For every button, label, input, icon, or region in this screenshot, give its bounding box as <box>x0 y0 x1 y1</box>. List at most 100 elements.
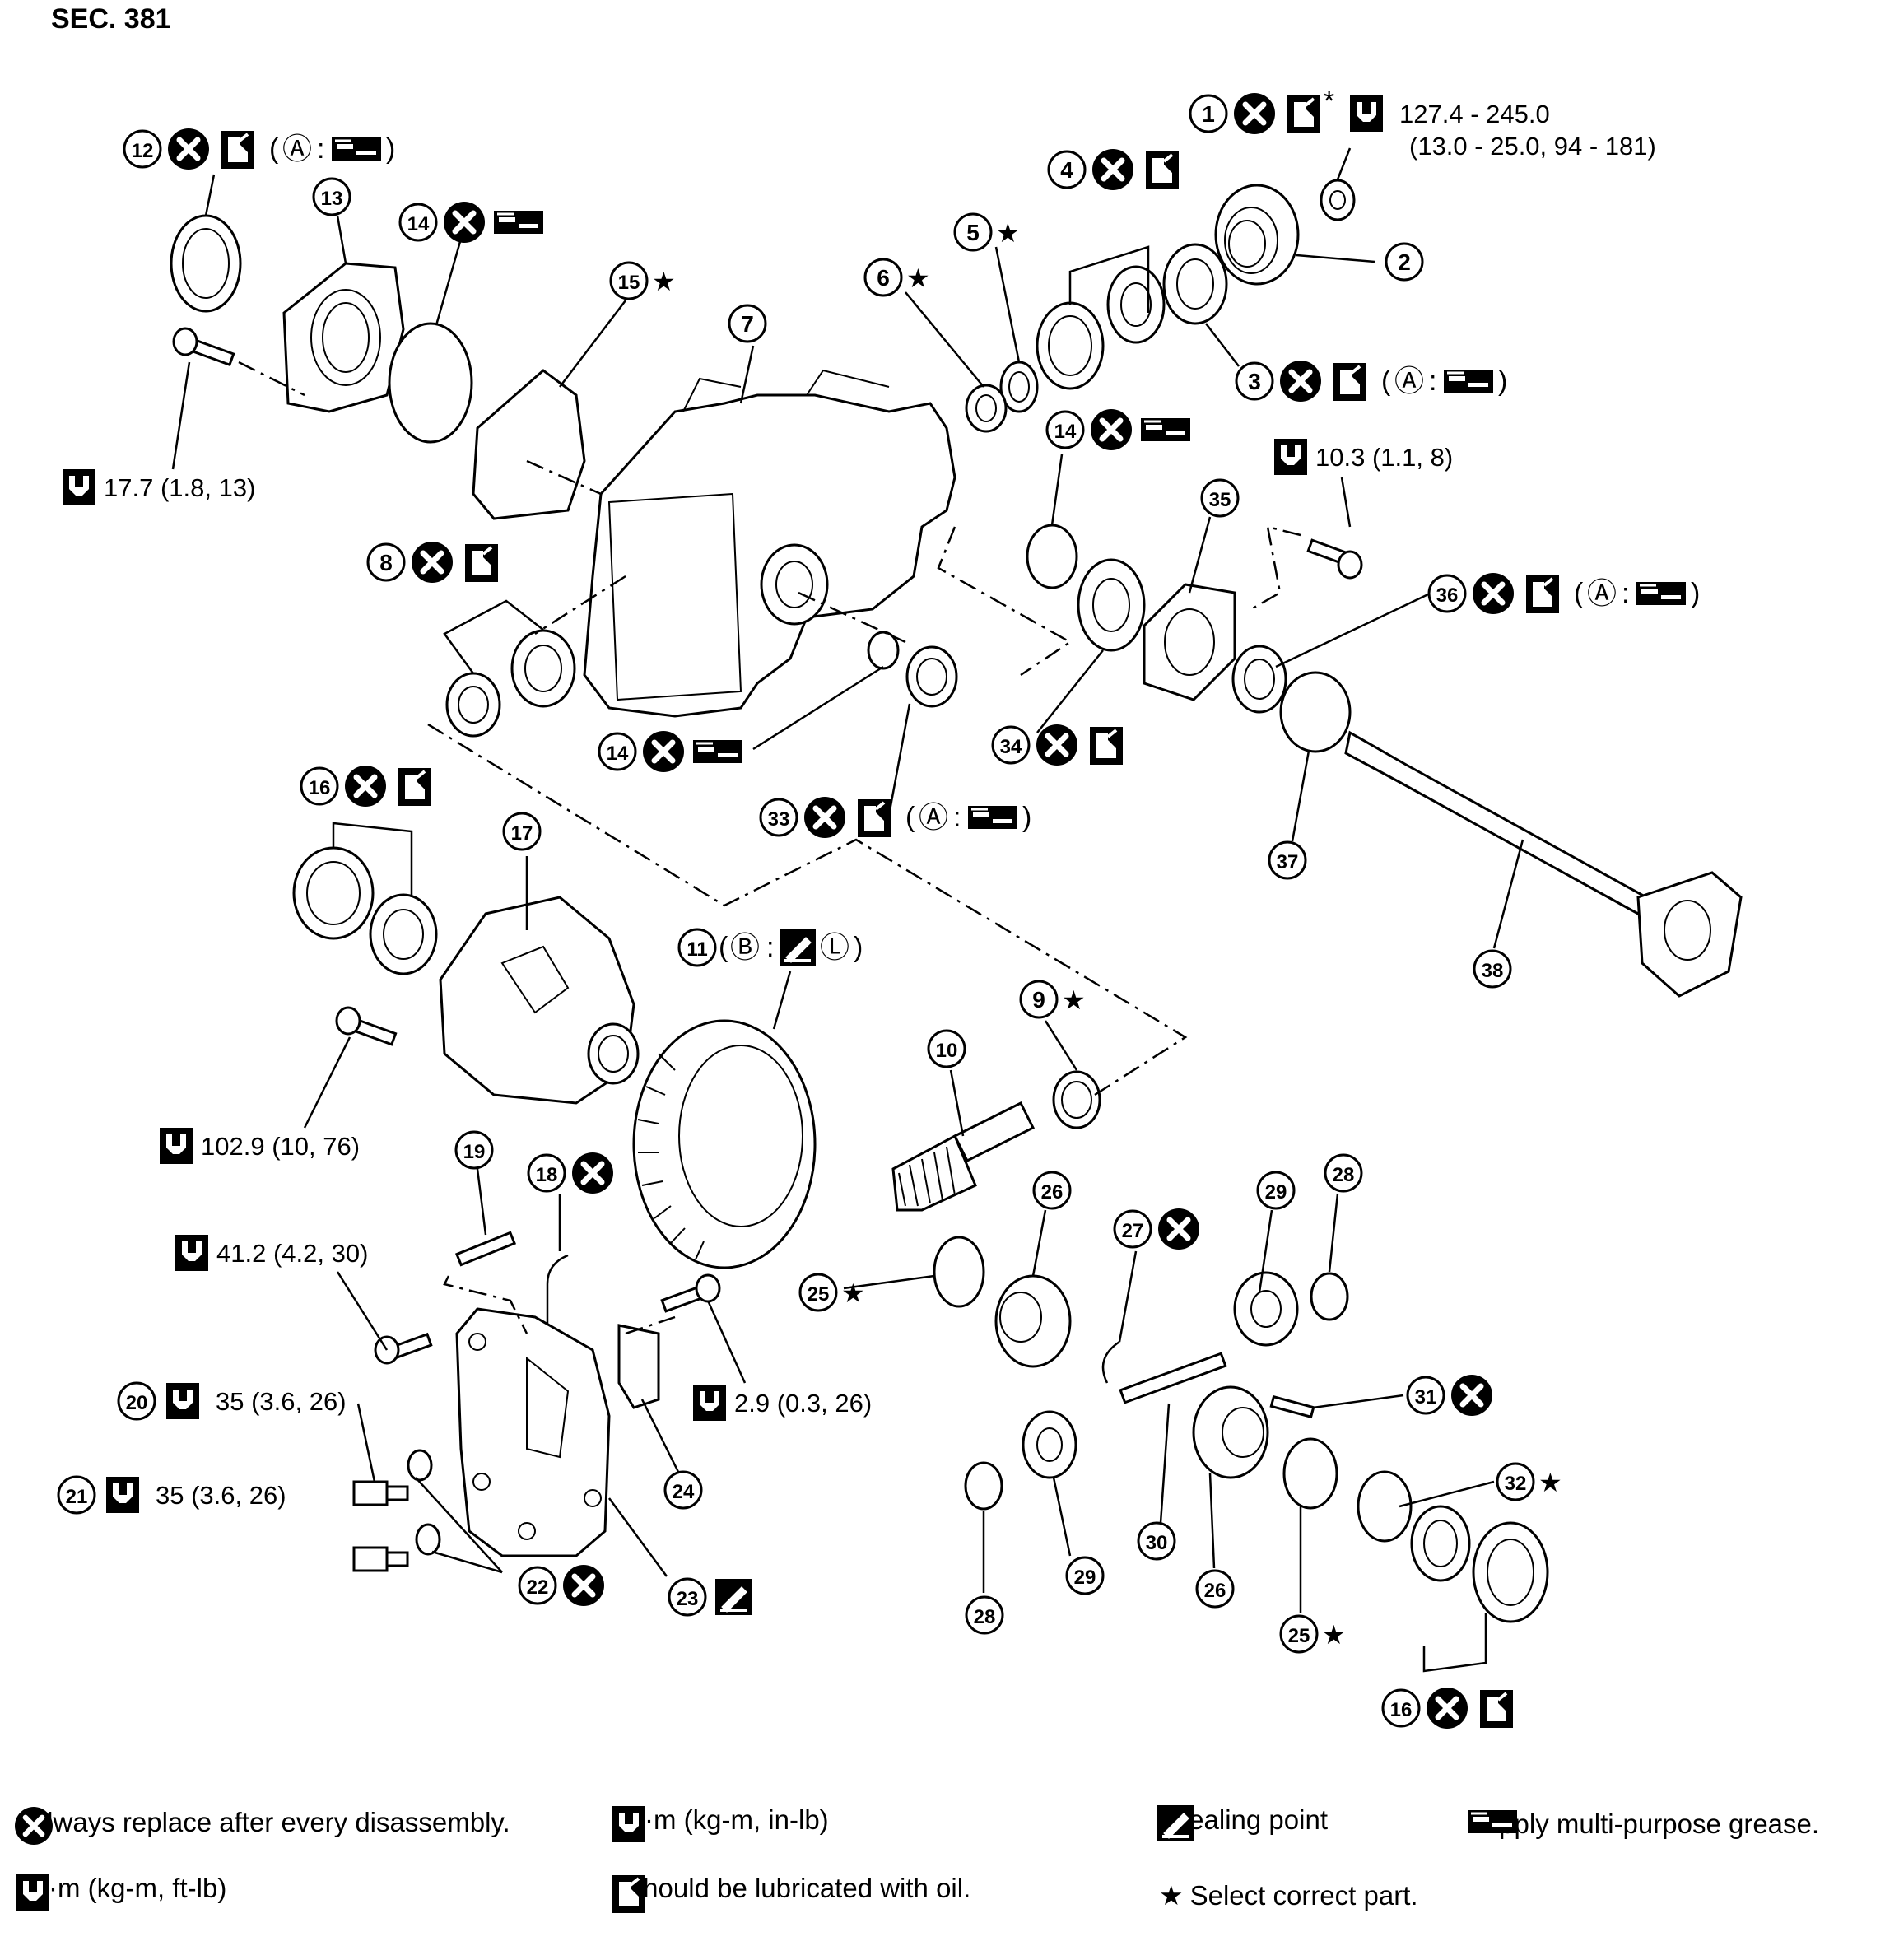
star-icon: ★ <box>1322 1620 1346 1650</box>
legend-grease-text: Apply multi-purpose grease. <box>1481 1809 1820 1839</box>
callout-number: 25 <box>808 1283 830 1306</box>
legend-oil: :Should be lubricated with oil. <box>611 1873 970 1914</box>
replace-icon <box>1091 409 1132 450</box>
svg-text:2.9 (0.3, 26): 2.9 (0.3, 26) <box>734 1389 872 1418</box>
svg-text:127.4 - 245.0: 127.4 - 245.0 <box>1399 100 1550 128</box>
part-18-breather <box>546 1254 569 1325</box>
svg-text:): ) <box>1691 578 1700 609</box>
part-14-o-ring-right <box>1026 524 1078 589</box>
replace-icon <box>1427 1688 1468 1729</box>
legend-replace: :Always replace after every disassembly. <box>15 1807 510 1838</box>
replace-icon <box>643 731 684 772</box>
oil-icon <box>1478 1688 1515 1730</box>
svg-text:10.3 (1.1, 8): 10.3 (1.1, 8) <box>1315 443 1453 472</box>
star-icon: ★ <box>906 263 930 293</box>
callout-number: 38 <box>1482 960 1504 982</box>
replace-icon <box>1092 149 1133 190</box>
callout-number: 16 <box>309 777 331 799</box>
part-19-stud <box>454 1231 517 1267</box>
part-1-nut <box>1320 179 1356 221</box>
replace-icon <box>412 542 453 583</box>
callout-number: 18 <box>536 1164 558 1186</box>
callout-14: 14 <box>398 202 545 243</box>
callout-27: 27 <box>1113 1208 1199 1250</box>
legend-seal: :Sealing point <box>1157 1804 1328 1842</box>
oil-icon <box>1332 361 1368 403</box>
oil-icon <box>397 766 433 808</box>
svg-text:(13.0 - 25.0, 94 - 181): (13.0 - 25.0, 94 - 181) <box>1409 132 1656 161</box>
callout-number: 3 <box>1248 369 1261 394</box>
replace-icon <box>1451 1375 1492 1416</box>
callout-34: 34 <box>991 724 1124 766</box>
part-28-thrust-washer <box>1310 1272 1349 1321</box>
part-11-drive-gear <box>632 1019 817 1269</box>
replace-icon <box>572 1152 613 1194</box>
part-9-adjusting-shim <box>1052 1070 1101 1129</box>
part-7-gear-carrier <box>583 369 956 718</box>
oil-icon <box>1524 574 1561 615</box>
part-25-thrust-washer-right <box>1282 1437 1338 1510</box>
part-16-side-bearing <box>292 846 438 975</box>
part-10-drive-pinion <box>891 1101 1036 1212</box>
star-icon: ★ <box>652 267 676 296</box>
part-3-oil-seal <box>1162 243 1228 325</box>
callout-29: 29 <box>1256 1171 1296 1210</box>
callout-number: 11 <box>687 938 707 961</box>
oil-icon <box>463 542 500 584</box>
callout-22: 22 <box>518 1565 604 1606</box>
svg-text:(: ( <box>905 802 915 833</box>
callout-26: 26 <box>1195 1569 1235 1609</box>
callout-number: 14 <box>407 213 430 235</box>
callout-number: 36 <box>1436 584 1459 607</box>
replace-icon <box>444 202 485 243</box>
part-25-thrust-washer <box>933 1236 985 1308</box>
callout-12: 12(Ⓐ:) <box>123 128 395 170</box>
callout-16: 16 <box>1381 1688 1515 1730</box>
callout-number: 26 <box>1204 1580 1226 1602</box>
part-2-seal <box>1214 184 1300 286</box>
svg-text:): ) <box>854 932 863 963</box>
callout-number: 13 <box>321 188 343 210</box>
callout-number: 10 <box>936 1040 958 1062</box>
grease-icon <box>1139 417 1192 443</box>
bolt-diff-case <box>335 1006 398 1046</box>
callout-number: 14 <box>607 743 629 765</box>
part-24-gasket <box>617 1324 660 1409</box>
callout-number: 21 <box>66 1486 88 1508</box>
part-22-gasket <box>407 1449 433 1482</box>
oil-icon <box>611 1874 647 1914</box>
replace-icon <box>804 797 845 838</box>
legend-torque-inlb-text: N·m (kg-m, in-lb) <box>625 1804 829 1835</box>
callout-5: 5★ <box>953 212 1020 252</box>
part-4-bearing <box>1036 265 1166 390</box>
legend-grease: :Apply multi-purpose grease. <box>1467 1809 1819 1840</box>
star-icon: ★ <box>841 1278 865 1308</box>
star-icon: ★ <box>1538 1468 1562 1497</box>
callout-31: 31 <box>1406 1375 1492 1416</box>
part-26-side-gear <box>994 1274 1072 1368</box>
callout-number: 29 <box>1074 1567 1096 1589</box>
part-27-lock-pin <box>1101 1340 1120 1384</box>
callout-number: 14 <box>1054 421 1077 443</box>
exploded-diagram: 1*127.4 - 245.0(13.0 - 25.0, 94 - 181)23… <box>57 86 1743 1811</box>
oil-icon <box>1144 150 1180 191</box>
grease-icon <box>1467 1809 1518 1835</box>
replace-icon <box>15 1807 53 1845</box>
grease-icon <box>691 738 744 765</box>
callout-number: 31 <box>1415 1386 1437 1408</box>
callout-number: 4 <box>1060 157 1073 183</box>
callout-29: 29 <box>1065 1556 1105 1595</box>
callout-number: 34 <box>1000 736 1022 758</box>
callout-33: 33(Ⓐ:) <box>759 797 1031 838</box>
svg-text:Ⓐ: Ⓐ <box>282 132 312 165</box>
svg-text:(: ( <box>1574 578 1584 609</box>
callout-30: 30 <box>1137 1521 1176 1561</box>
replace-icon <box>1280 361 1321 402</box>
torque-icon <box>1350 95 1383 132</box>
svg-text:102.9 (10, 76): 102.9 (10, 76) <box>201 1132 360 1161</box>
svg-text:Ⓐ: Ⓐ <box>1587 576 1617 610</box>
bolt-retainer <box>172 327 235 367</box>
callout-number: 28 <box>1333 1164 1355 1186</box>
callout-13: 13 <box>312 177 351 216</box>
